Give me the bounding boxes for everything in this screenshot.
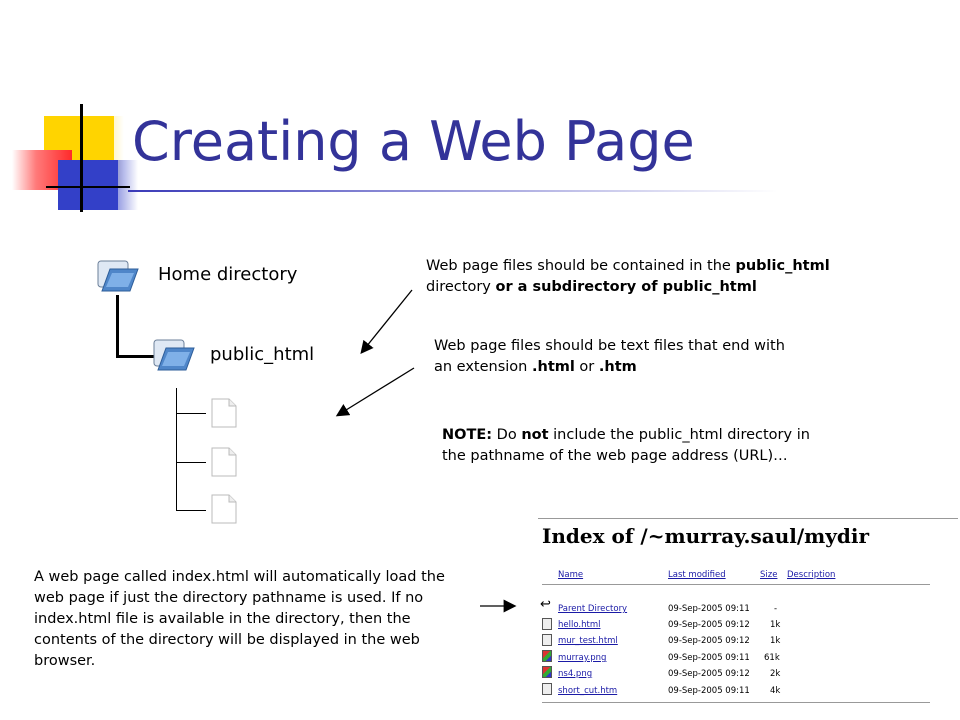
listing-title: Index of /~murray.saul/mydir — [542, 524, 870, 548]
listing-rule — [542, 584, 930, 585]
file-tree-branch — [176, 413, 206, 414]
listing-top-border — [538, 518, 958, 519]
row-name-link[interactable]: short_cut.htm — [558, 686, 618, 696]
row-name-link[interactable]: ns4.png — [558, 669, 593, 679]
file-tree-branch — [176, 462, 206, 463]
row-name-link[interactable]: Parent Directory — [558, 604, 628, 614]
note-public-html: Web page files should be contained in th… — [426, 258, 830, 295]
text-file-icon — [542, 634, 552, 646]
column-header-size[interactable]: Size — [760, 570, 778, 580]
row-size: - — [774, 604, 778, 614]
row-date: 09-Sep-2005 09:11 — [668, 686, 750, 696]
column-header-last-modified[interactable]: Last modified — [668, 570, 726, 580]
tree-connector-horizontal — [116, 355, 156, 358]
row-date: 09-Sep-2005 09:11 — [668, 653, 750, 663]
home-folder-icon — [97, 260, 139, 292]
text-file-icon — [542, 683, 552, 695]
arrow-to-public-html — [360, 289, 413, 355]
row-size: 4k — [770, 686, 781, 696]
image-file-icon — [542, 666, 552, 678]
text-file-icon — [542, 618, 552, 630]
row-name-link[interactable]: mur_test.html — [558, 636, 618, 646]
row-date: 09-Sep-2005 09:11 — [668, 604, 750, 614]
back-arrow-icon: ↩ — [540, 597, 551, 612]
row-name-link[interactable]: murray.png — [558, 653, 607, 663]
directory-listing: Index of /~murray.saul/mydir Name Last m… — [538, 518, 958, 708]
file-icon — [211, 494, 237, 524]
note-extensions: Web page files should be text files that… — [434, 338, 785, 375]
page-title: Creating a Web Page — [132, 110, 695, 173]
title-decoration-vline — [80, 104, 83, 212]
row-size: 1k — [770, 620, 781, 630]
column-header-name[interactable]: Name — [558, 570, 584, 580]
note-index-html: A web page called index.html will automa… — [34, 569, 445, 669]
column-header-description[interactable]: Description — [787, 570, 836, 580]
tree-connector-vertical — [116, 295, 119, 357]
row-size: 2k — [770, 669, 781, 679]
title-decoration-blue — [58, 160, 138, 210]
arrow-to-files — [335, 367, 415, 417]
public-html-label: public_html — [210, 344, 315, 365]
note-url: NOTE: Do not include the public_html dir… — [442, 427, 810, 464]
row-date: 09-Sep-2005 09:12 — [668, 620, 750, 630]
listing-rule — [542, 702, 930, 703]
file-tree-branch — [176, 510, 206, 511]
row-date: 09-Sep-2005 09:12 — [668, 636, 750, 646]
public-html-folder-icon — [153, 339, 195, 371]
row-size: 61k — [764, 653, 780, 663]
row-date: 09-Sep-2005 09:12 — [668, 669, 750, 679]
home-directory-label: Home directory — [158, 264, 298, 285]
title-decoration-hline — [46, 186, 130, 188]
row-size: 1k — [770, 636, 781, 646]
file-icon — [211, 398, 237, 428]
title-underline — [128, 190, 778, 192]
file-icon — [211, 447, 237, 477]
file-tree-vertical — [176, 388, 177, 510]
image-file-icon — [542, 650, 552, 662]
row-name-link[interactable]: hello.html — [558, 620, 601, 630]
